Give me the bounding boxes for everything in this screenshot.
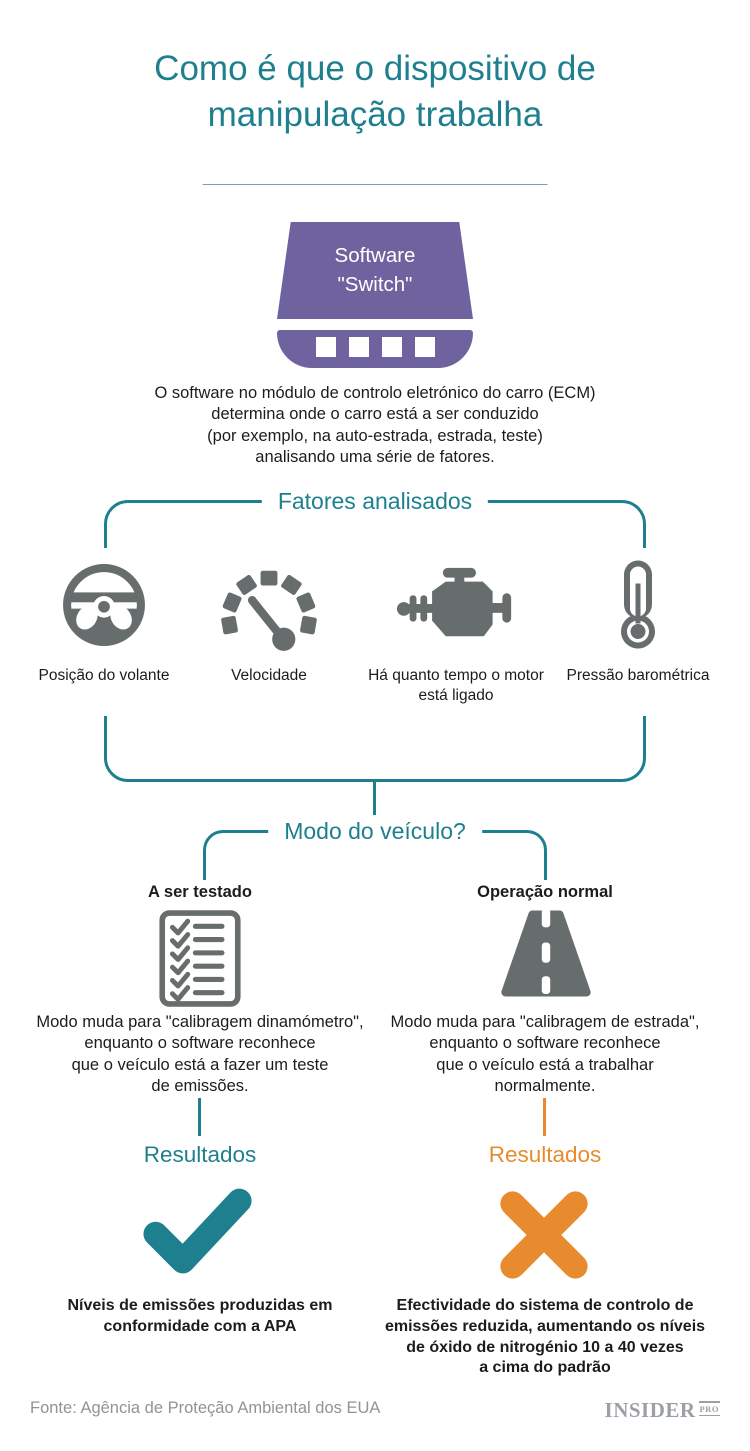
ecm-base xyxy=(277,330,473,368)
results-heading-tested: Resultados xyxy=(143,1142,257,1167)
factor-engine-time: Há quanto tempo o motor está ligado xyxy=(358,548,554,716)
brand-suffix: PRO xyxy=(698,1401,720,1416)
branch-description-normal: Modo muda para "calibragem de estrada", … xyxy=(390,1013,700,1096)
factors-row: Posição do volante xyxy=(28,548,722,716)
branch-description-tested: Modo muda para "calibragem dinamómetro",… xyxy=(36,1013,364,1096)
ecm-port-square xyxy=(315,337,336,357)
intro-text: O software no módulo de controlo eletrón… xyxy=(154,384,596,467)
branch-label-normal: Operação normal xyxy=(477,883,613,901)
connector-line xyxy=(543,1098,546,1136)
factor-speed: Velocidade xyxy=(180,548,358,716)
steering-wheel-icon xyxy=(59,548,149,662)
connector-line xyxy=(373,782,376,815)
speedometer-icon xyxy=(216,548,322,662)
outcome-tested: Níveis de emissões produzidas em conform… xyxy=(67,1297,333,1335)
factor-label: Velocidade xyxy=(231,667,307,684)
mode-bracket: Modo do veículo? xyxy=(203,818,547,880)
road-icon xyxy=(487,908,605,999)
factor-barometric-pressure: Pressão barométrica xyxy=(554,548,722,716)
page-title: Como é que o dispositivo de manipulação … xyxy=(154,49,596,135)
source-credit: Fonte: Agência de Proteção Ambiental dos… xyxy=(30,1399,381,1417)
checklist-icon xyxy=(159,910,241,1007)
connector-line xyxy=(198,1098,201,1136)
x-icon xyxy=(492,1186,596,1289)
factor-label: Posição do volante xyxy=(38,667,170,684)
ecm-port-square xyxy=(381,337,402,357)
title-divider xyxy=(202,184,548,185)
ecm-trapezoid: Software "Switch" xyxy=(277,222,473,319)
branch-label-tested: A ser testado xyxy=(148,883,252,901)
factor-label: Há quanto tempo o motor está ligado xyxy=(368,667,544,704)
ecm-label-line1: Software xyxy=(334,244,416,268)
ecm-module-icon: Software "Switch" xyxy=(277,222,473,368)
ecm-label-line2: "Switch" xyxy=(337,272,413,296)
mode-heading: Modo do veículo? xyxy=(268,818,482,846)
brand-name: INSIDER xyxy=(604,1398,696,1422)
factor-steering-position: Posição do volante xyxy=(28,548,180,716)
ecm-port-square xyxy=(414,337,435,357)
factors-heading: Fatores analisados xyxy=(261,488,489,516)
engine-icon xyxy=(395,548,517,662)
checkmark-icon xyxy=(142,1183,254,1286)
results-heading-normal: Resultados xyxy=(488,1142,602,1167)
ecm-port-square xyxy=(348,337,369,357)
factor-label: Pressão barométrica xyxy=(566,667,710,684)
outcome-normal: Efectividade do sistema de controlo de e… xyxy=(384,1297,706,1377)
thermometer-icon xyxy=(588,548,688,662)
